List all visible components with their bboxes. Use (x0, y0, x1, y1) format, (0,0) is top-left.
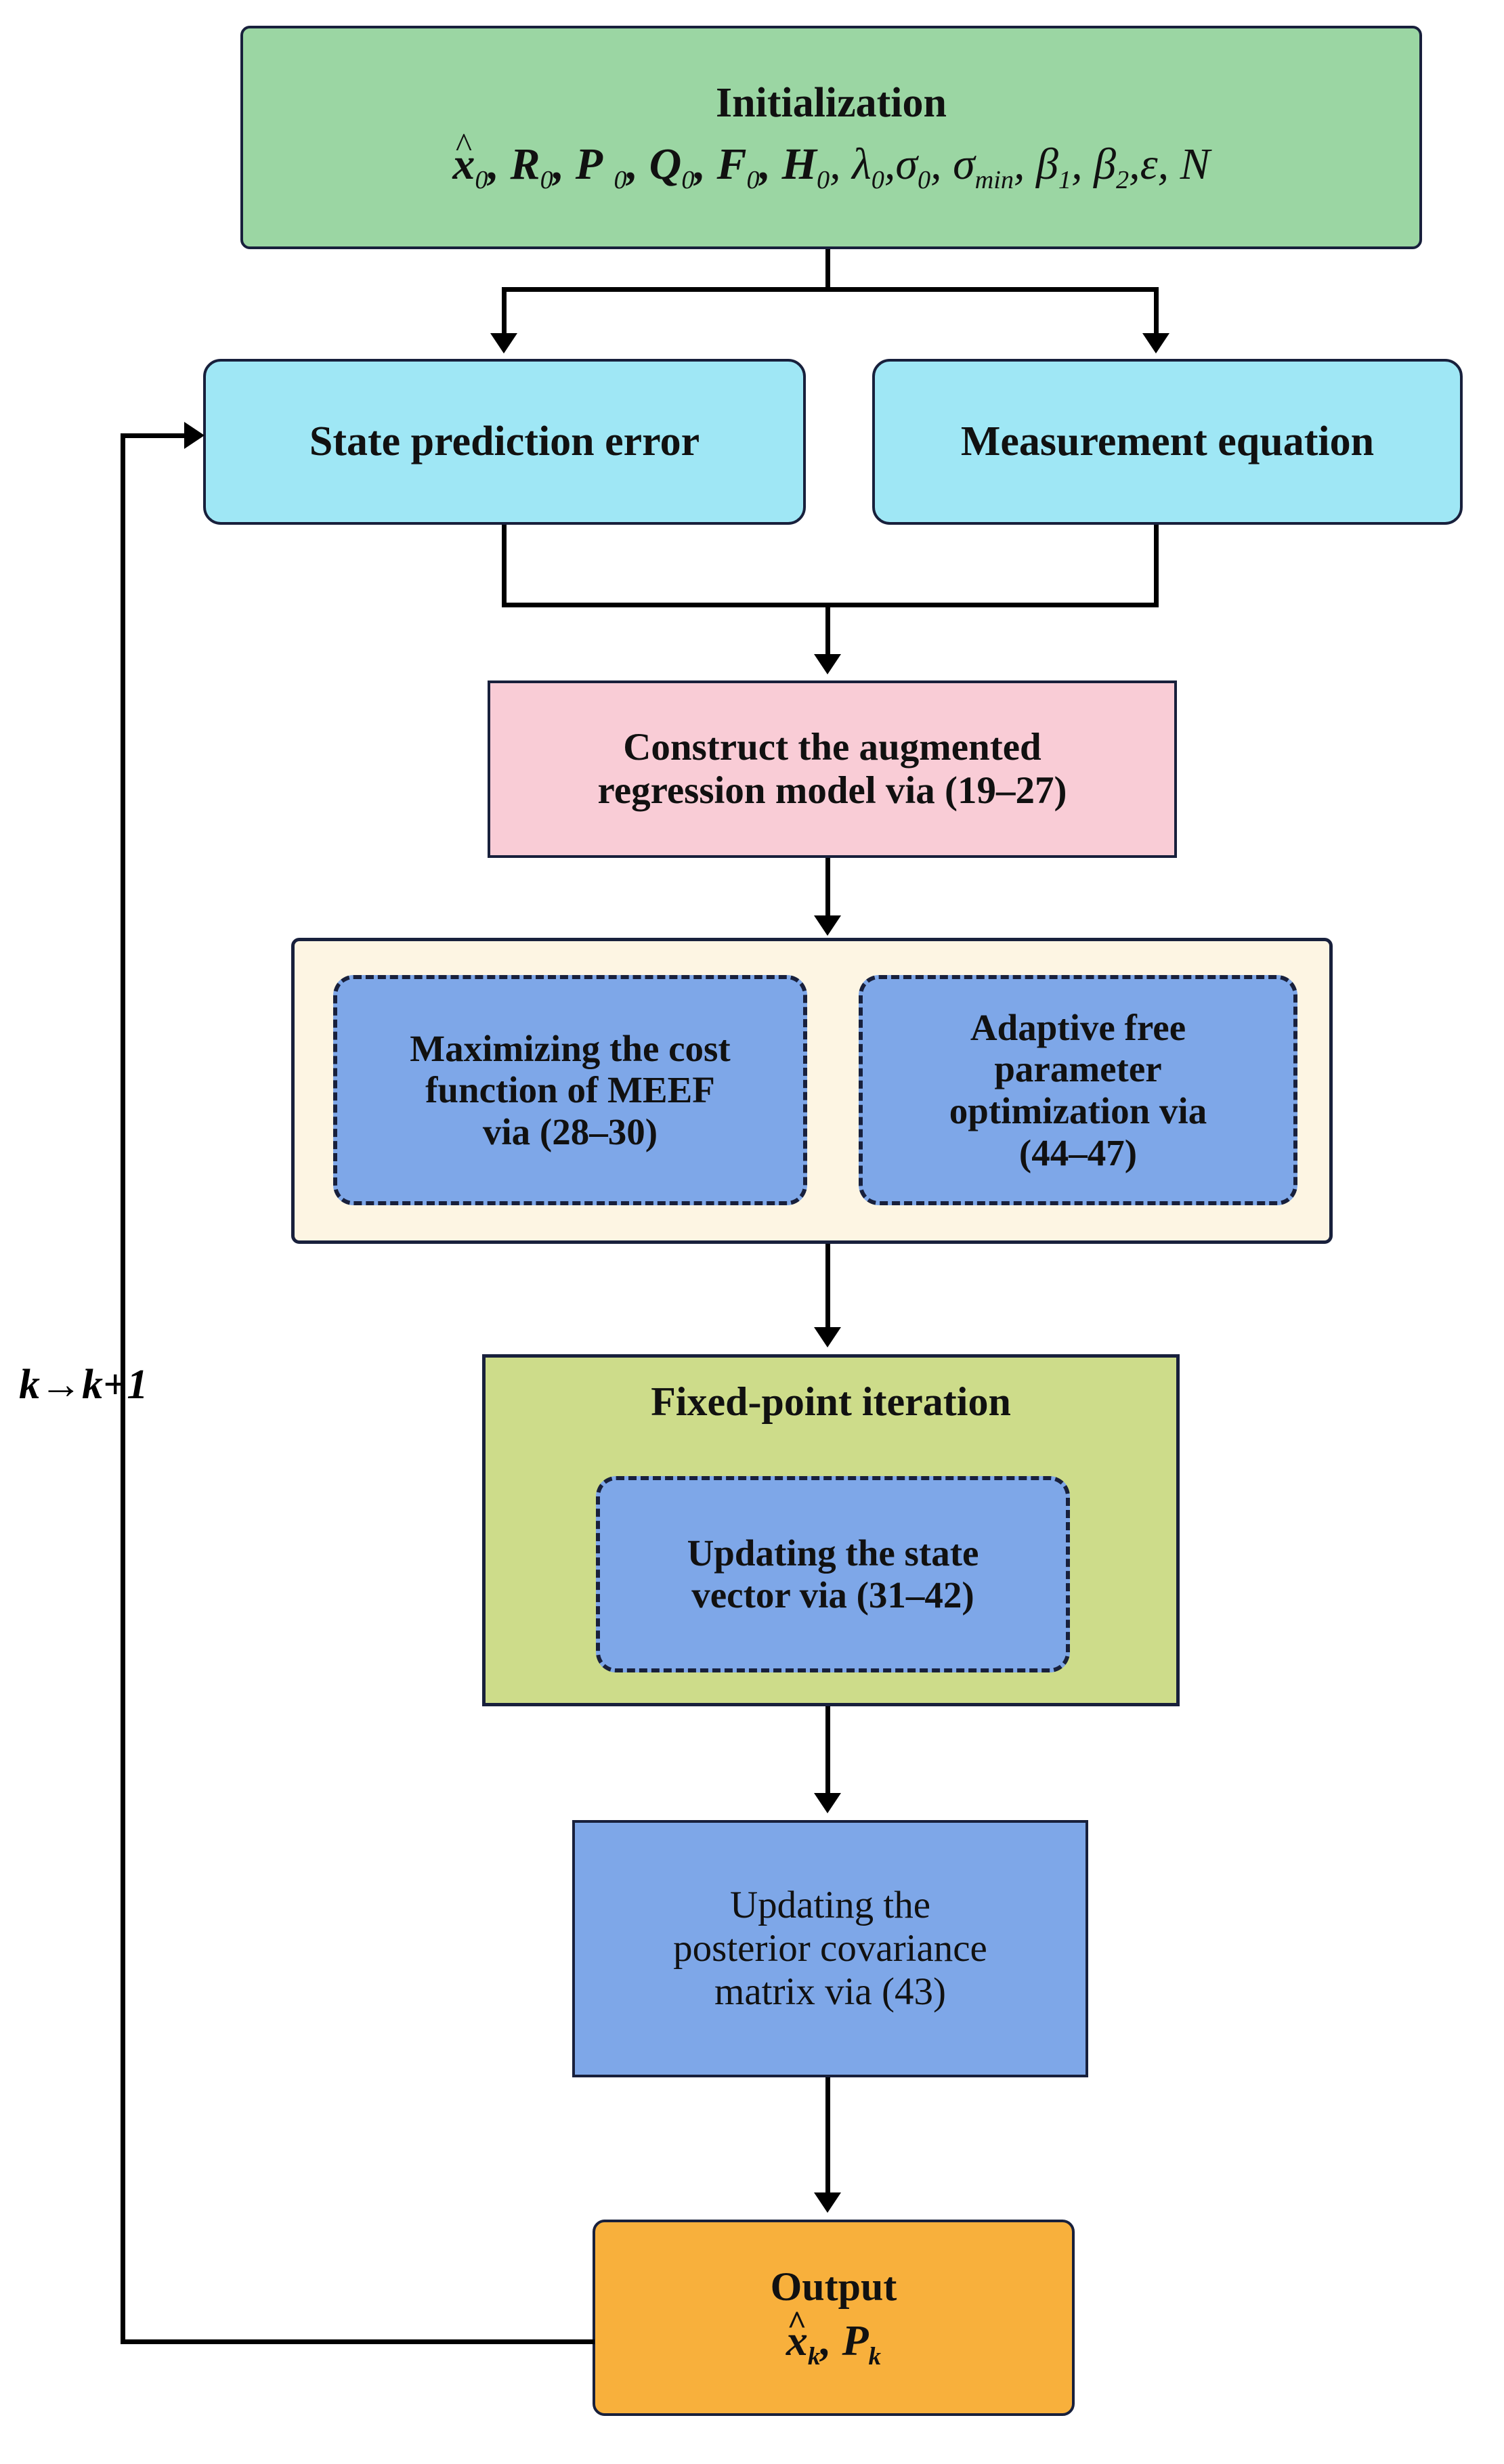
connector-covariance-to-output (825, 2077, 830, 2194)
maximizing-cost-line2: function of MEEF (425, 1069, 715, 1111)
node-initialization: Initialization ^x0, R0, P 0, Q0, F0, H0,… (240, 26, 1422, 249)
construct-model-line1: Construct the augmented (623, 726, 1041, 769)
node-maximizing-cost-function: Maximizing the cost function of MEEF via… (333, 975, 807, 1205)
adaptive-line4: (44–47) (1018, 1131, 1138, 1173)
connector-construct-to-optgroup (825, 858, 830, 917)
connector-init-stem (825, 249, 830, 291)
connector-merge-bar (502, 603, 1159, 607)
loop-label: k→k+1 (19, 1362, 148, 1408)
maximizing-cost-line1: Maximizing the cost (410, 1027, 731, 1069)
connector-optgroup-to-fixedpoint (825, 1244, 830, 1328)
updating-state-line1: Updating the state (687, 1532, 979, 1574)
connector-split-bar (502, 287, 1159, 292)
update-covariance-line1: Updating the (729, 1884, 931, 1927)
construct-model-line2: regression model via (19–27) (597, 769, 1067, 812)
initialization-parameters: ^x0, R0, P 0, Q0, F0, H0, λ0,σ0, σmin, β… (452, 127, 1210, 194)
node-update-covariance: Updating the posterior covariance matrix… (572, 1820, 1088, 2077)
connector-feedback-top (121, 433, 192, 438)
connector-fixedpoint-to-covariance (825, 1706, 830, 1794)
arrowhead-to-optgroup (814, 915, 841, 936)
node-updating-state-vector: Updating the state vector via (31–42) (596, 1476, 1070, 1672)
connector-drop-left (502, 287, 507, 336)
update-covariance-line3: matrix via (43) (714, 1970, 946, 2013)
connector-feedback-vertical (121, 433, 125, 2344)
arrowhead-to-measurement-equation (1142, 333, 1169, 353)
fixed-point-title: Fixed-point iteration (651, 1379, 1011, 1424)
node-adaptive-free-parameter: Adaptive free parameter optimization via… (859, 975, 1297, 1205)
output-values: ^xk, Pk (786, 2304, 882, 2371)
maximizing-cost-line3: via (28–30) (482, 1110, 658, 1152)
connector-feedback-bottom (121, 2339, 595, 2344)
connector-merge-stem (825, 603, 830, 655)
arrowhead-to-output (814, 2192, 841, 2213)
adaptive-line3: optimization via (949, 1090, 1207, 1131)
arrowhead-to-construct (814, 654, 841, 674)
arrowhead-to-state-prediction-error (490, 333, 517, 353)
arrowhead-to-covariance (814, 1793, 841, 1813)
node-state-prediction-error: State prediction error (203, 359, 806, 525)
node-output: Output ^xk, Pk (593, 2220, 1075, 2416)
update-covariance-line2: posterior covariance (673, 1927, 987, 1970)
state-prediction-error-label: State prediction error (309, 418, 700, 464)
updating-state-line2: vector via (31–42) (691, 1574, 974, 1616)
arrowhead-to-fixedpoint (814, 1327, 841, 1347)
measurement-equation-label: Measurement equation (960, 418, 1375, 464)
initialization-title: Initialization (715, 80, 947, 127)
connector-measeq-down (1154, 525, 1159, 607)
arrowhead-feedback-to-state-prediction-error (184, 422, 205, 449)
adaptive-line2: parameter (994, 1048, 1162, 1090)
node-measurement-equation: Measurement equation (872, 359, 1463, 525)
adaptive-line1: Adaptive free (970, 1006, 1186, 1048)
node-construct-model: Construct the augmented regression model… (488, 680, 1177, 858)
output-title: Output (770, 2264, 897, 2310)
connector-stateerr-down (502, 525, 507, 607)
connector-drop-right (1154, 287, 1159, 336)
